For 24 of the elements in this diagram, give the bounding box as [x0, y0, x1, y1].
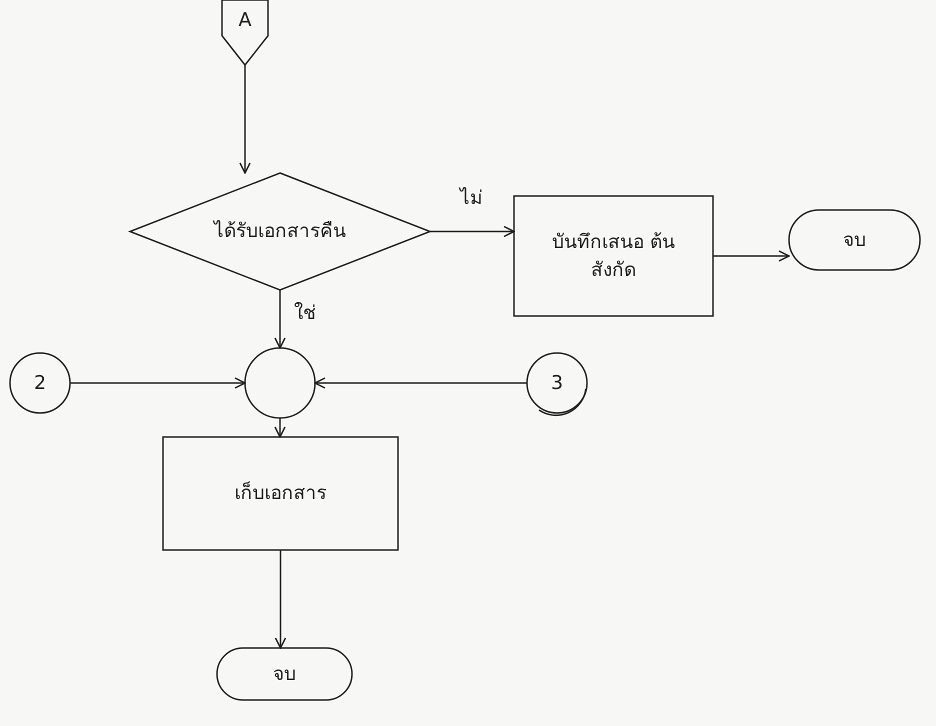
connector-circle: [10, 353, 70, 413]
node-text: A: [238, 8, 252, 33]
node-text: จบ: [273, 662, 296, 687]
decision-diamond: [130, 173, 430, 290]
node-text: เก็บเอกสาร: [234, 480, 326, 506]
process-box: [514, 196, 713, 316]
arrow: [314, 377, 527, 389]
node-text: จบ: [843, 228, 866, 253]
process-box: [163, 437, 398, 550]
arrow: [713, 250, 790, 262]
arrow: [274, 290, 286, 349]
off-page-connector: [222, 0, 268, 65]
arrow: [70, 377, 246, 389]
node-text: ได้รับเอกสารคืน: [214, 219, 346, 244]
arrow: [239, 65, 251, 174]
arrow: [274, 550, 286, 649]
terminator: [217, 648, 352, 700]
connector-circle: [245, 348, 315, 418]
arrow: [274, 418, 286, 438]
terminator: [789, 210, 920, 270]
node-text: บันทึกเสนอ ต้นสังกัด: [550, 230, 676, 283]
node-text: 3: [550, 370, 564, 396]
node-text: 2: [34, 370, 46, 396]
arrow: [430, 226, 515, 238]
